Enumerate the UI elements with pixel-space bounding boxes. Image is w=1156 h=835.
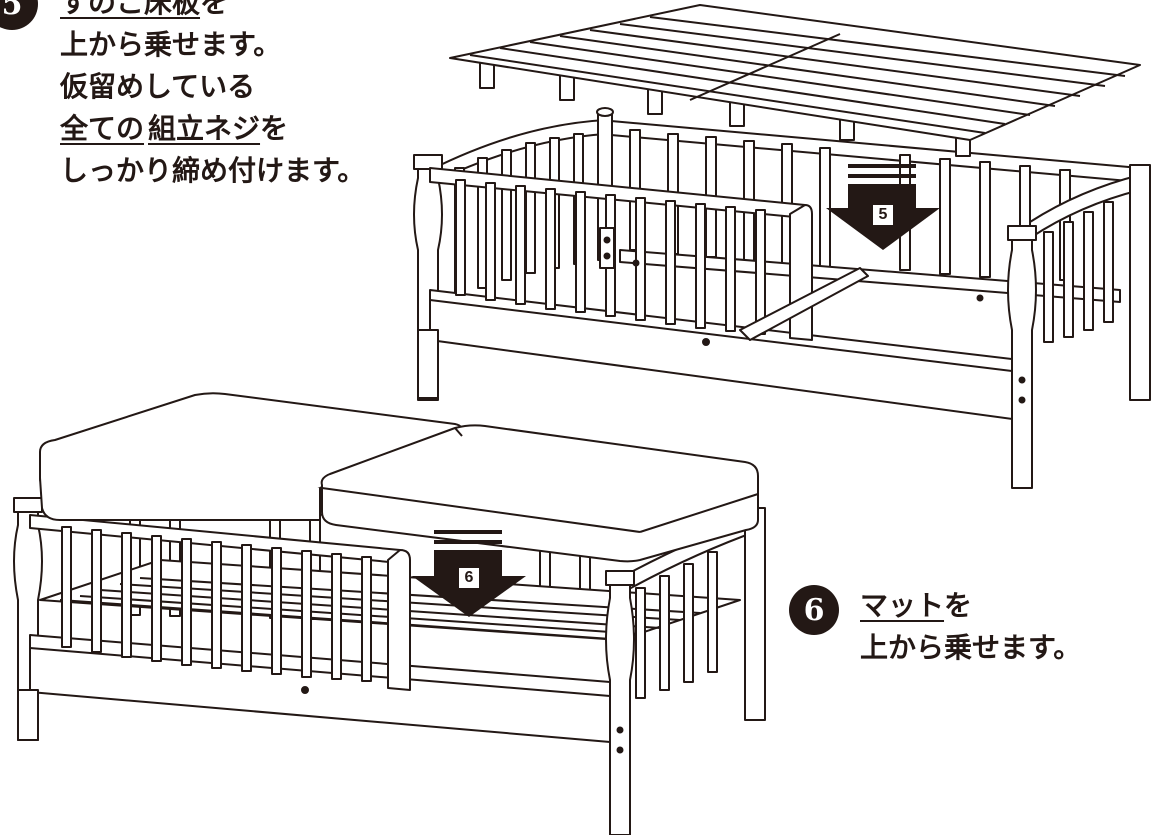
arrow-label-6: 6 [458,567,480,589]
underlined-all: 全ての [60,112,145,145]
mattresses [39,392,759,563]
step-number: 5 [1,0,23,22]
part-name-slatted-base: すのこ床板 [60,0,201,19]
particle: を [200,0,229,19]
step6-instructions: マットを 上から乗せます。 [860,585,1081,669]
sofa-frame-step5 [413,4,1151,489]
step5-line5: しっかり締め付けます。 [60,154,366,187]
part-name-assembly-screw: 組立ネジ [148,112,261,145]
step-number: 6 [803,592,825,628]
arrow-label-5: 5 [872,204,894,226]
step5-line3: 仮留めしている [60,70,256,103]
step5-line2: 上から乗せます。 [60,28,282,61]
down-arrow-step6 [412,530,526,617]
sofa-frame-step6 [13,392,766,835]
particle: を [944,589,973,622]
particle: を [260,112,289,145]
step5-line4: 全ての組立ネジを [60,108,365,150]
step6-line2: 上から乗せます。 [860,631,1082,664]
step5-line1: すのこ床板を [60,0,365,24]
part-name-mattress: マット [860,589,945,622]
slatted-base-panel [449,4,1141,157]
step6-line1: マットを [860,585,1081,627]
step-number-badge: 6 [789,585,839,635]
step5-instructions: すのこ床板を 上から乗せます。 仮留めしている 全ての組立ネジを しっかり締め付… [60,0,365,192]
